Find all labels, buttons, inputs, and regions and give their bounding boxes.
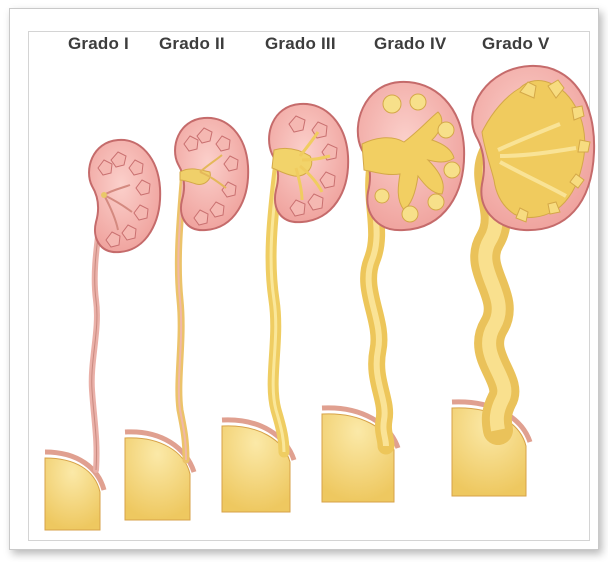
grade-5-diagram — [452, 66, 594, 496]
